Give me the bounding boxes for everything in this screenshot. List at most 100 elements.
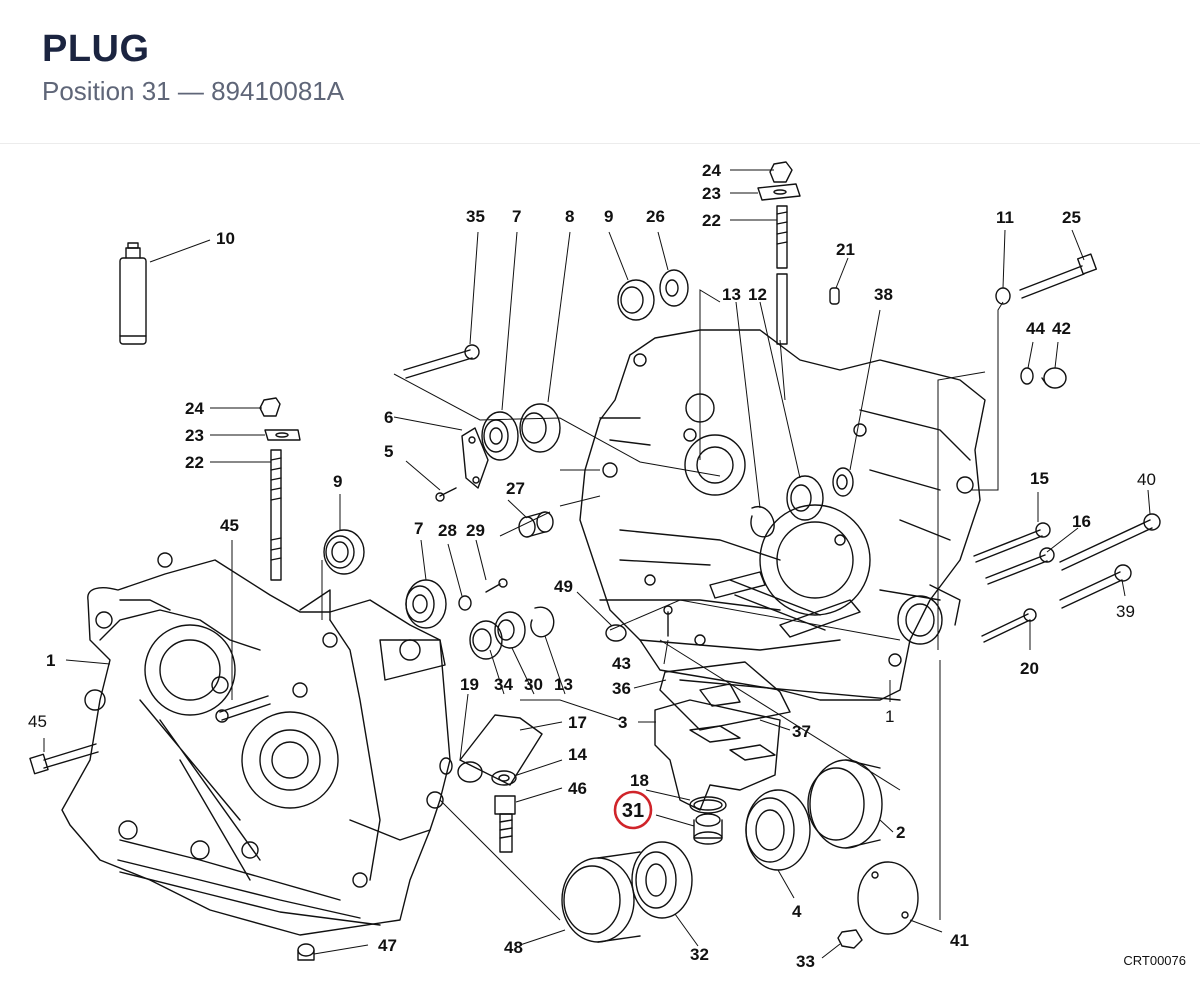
part-title: PLUG [42, 28, 150, 70]
screw-29 [485, 578, 508, 593]
part-subtitle: Position 31 — 89410081A [42, 76, 345, 106]
callout-1-left: 1 [46, 651, 55, 670]
callout-13-lower: 13 [554, 675, 573, 694]
callout-1-right: 1 [885, 707, 894, 726]
plug-47 [297, 943, 315, 961]
bolt-16 [985, 547, 1055, 585]
cover-41 [857, 861, 919, 935]
circlip-13-upper [750, 505, 775, 538]
screw-43 [663, 605, 673, 637]
oring-49 [605, 624, 627, 642]
callout-6: 6 [384, 408, 393, 427]
callout-36: 36 [612, 679, 631, 698]
callout-34: 34 [494, 675, 513, 694]
callout-11: 11 [996, 208, 1014, 227]
left-crankcase-half [61, 552, 451, 936]
callout-7-lower: 7 [414, 519, 423, 538]
callout-15: 15 [1030, 469, 1049, 488]
bearing-4 [745, 789, 811, 871]
callout-47: 47 [378, 936, 397, 955]
callout-7-upper: 7 [512, 207, 521, 226]
callout-42: 42 [1052, 319, 1071, 338]
plug-31 [693, 813, 723, 845]
callout-labels-thin: 45 40 39 1 [28, 470, 1156, 731]
callout-3: 3 [618, 713, 627, 732]
callout-43: 43 [612, 654, 631, 673]
circlip-13-lower [530, 606, 555, 638]
bolt-25 [1019, 253, 1098, 299]
bolt-40 [1059, 513, 1161, 571]
callout-45-left: 45 [28, 712, 47, 731]
exploded-parts-diagram: 10 24 23 22 9 45 1 7 28 29 6 5 27 35 7 8… [28, 161, 1161, 971]
bushing-48 [561, 851, 641, 943]
bolt-45-left [29, 743, 99, 775]
oring-18 [689, 796, 727, 814]
callout-23-top: 23 [702, 184, 721, 203]
callout-38: 38 [874, 285, 893, 304]
callout-22-left: 22 [185, 453, 204, 472]
screw-5 [435, 487, 457, 502]
callout-24-top: 24 [702, 161, 721, 180]
gasket-36 [659, 661, 791, 731]
callout-9-left: 9 [333, 472, 342, 491]
page-header: PLUG Position 31 — 89410081A [0, 0, 1200, 144]
callout-40: 40 [1137, 470, 1156, 489]
callout-4: 4 [792, 902, 802, 921]
sealant-tube [119, 242, 147, 345]
bearing-9-upper [617, 279, 655, 321]
callout-29: 29 [466, 521, 485, 540]
cap-17 [457, 714, 543, 786]
seal-26 [659, 269, 689, 307]
bolt-20 [981, 608, 1037, 643]
leader-lines [43, 169, 1151, 959]
top-stud-assembly [757, 161, 801, 345]
callout-17: 17 [568, 713, 587, 732]
callout-5: 5 [384, 442, 393, 461]
bolt-15 [973, 522, 1051, 563]
callout-labels: 10 24 23 22 9 45 1 7 28 29 6 5 27 35 7 8… [46, 161, 1091, 971]
callout-8: 8 [565, 207, 574, 226]
drawing-code: CRT00076 [1123, 953, 1186, 968]
washer-14 [491, 770, 517, 786]
callout-14: 14 [568, 745, 587, 764]
bearing-12 [786, 475, 824, 521]
bracket-6 [461, 427, 489, 489]
highlight-ring [613, 790, 653, 830]
callout-30: 30 [524, 675, 543, 694]
plug-42 [1041, 367, 1067, 389]
callout-25: 25 [1062, 208, 1081, 227]
seal-38 [832, 467, 854, 497]
seal-8 [519, 403, 561, 453]
callout-39: 39 [1116, 602, 1135, 621]
callout-2: 2 [896, 823, 905, 842]
bearing-32 [631, 841, 693, 919]
dowel-21 [829, 287, 840, 305]
oring-19 [439, 757, 453, 775]
nut-33 [837, 929, 863, 949]
callout-28: 28 [438, 521, 457, 540]
callout-18: 18 [630, 771, 649, 790]
callout-9-upper: 9 [604, 207, 613, 226]
seal-34 [469, 620, 503, 660]
callout-45-top: 45 [220, 516, 239, 535]
bolt-45-center [215, 695, 271, 723]
washer-28 [458, 595, 472, 611]
callout-23-left: 23 [185, 426, 204, 445]
callout-41: 41 [950, 931, 969, 950]
washer-44 [1020, 367, 1034, 385]
callout-10: 10 [216, 229, 235, 248]
callout-27: 27 [506, 479, 525, 498]
bearing-7-lower [405, 579, 447, 629]
callout-22-top: 22 [702, 211, 721, 230]
callout-32: 32 [690, 945, 709, 964]
callout-12: 12 [748, 285, 767, 304]
right-crankcase-half [579, 329, 986, 701]
bearing-9-left [323, 529, 365, 575]
highlighted-callout-31[interactable]: 31 [613, 790, 653, 830]
bearing-30 [494, 611, 526, 649]
cover-3 [654, 699, 781, 811]
bolt-35 [403, 344, 480, 379]
fitting-46 [494, 795, 516, 853]
callout-26: 26 [646, 207, 665, 226]
callout-37: 37 [792, 722, 811, 741]
